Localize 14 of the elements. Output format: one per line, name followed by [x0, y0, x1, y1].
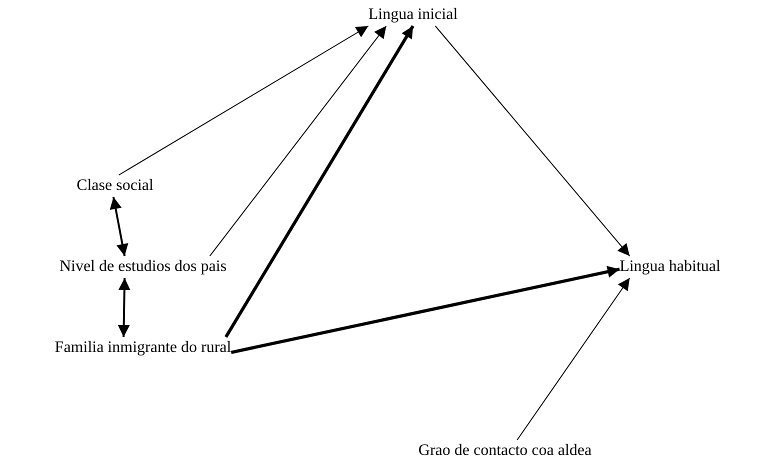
arrow — [230, 266, 620, 354]
arrow — [434, 26, 630, 256]
node-label: Grao de contacto coa aldea — [418, 440, 592, 462]
arrow — [118, 278, 130, 338]
arrow — [110, 196, 128, 256]
node-label: Nivel de estudios dos pais — [59, 256, 227, 278]
arrow — [118, 26, 369, 176]
node-label: Clase social — [76, 175, 154, 197]
arrow — [209, 26, 387, 256]
node-label: Familia inmigrante do rural — [54, 337, 232, 359]
node-label: Lingua inicial — [368, 4, 458, 26]
arrow — [516, 278, 630, 440]
arrow — [224, 25, 414, 338]
node-label: Lingua habitual — [620, 256, 720, 278]
